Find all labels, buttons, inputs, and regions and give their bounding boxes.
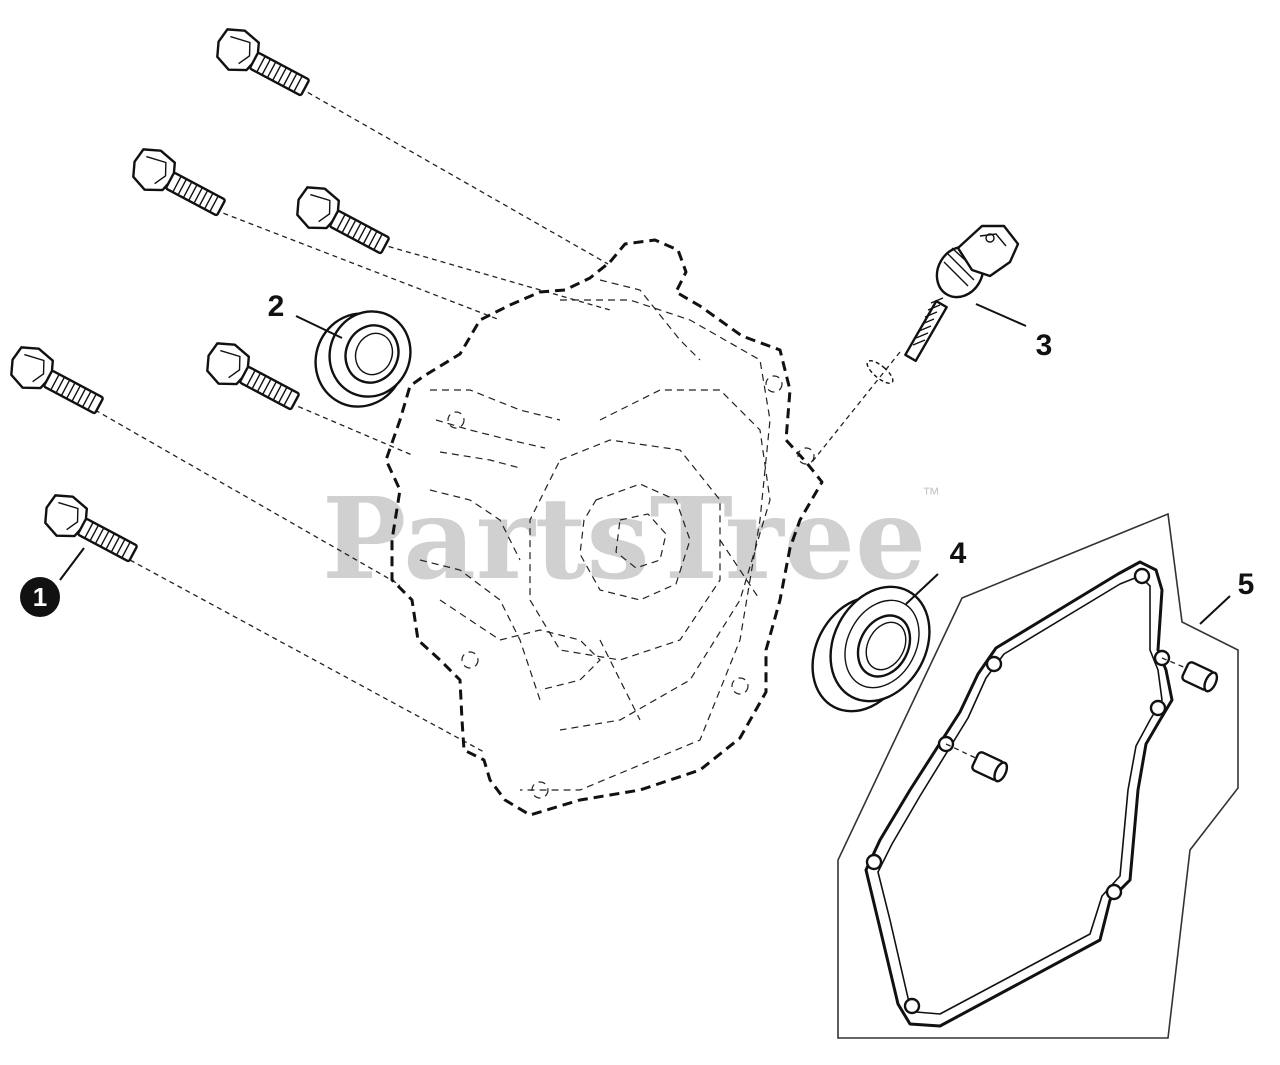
- oil-seal: [314, 310, 412, 408]
- callout-5-label[interactable]: 5: [1238, 568, 1255, 601]
- oil-fill-dipstick: [866, 224, 1020, 384]
- bolt-upper-middle: [296, 186, 390, 255]
- crankcase-cover-phantom: [384, 238, 824, 817]
- bolt-middle-left: [10, 346, 104, 415]
- gasket-kit-outline: [837, 512, 1239, 1039]
- bolt-middle: [206, 342, 300, 411]
- dowel-pins: [945, 657, 1219, 783]
- callout-2-label[interactable]: 2: [268, 290, 285, 323]
- ball-bearing: [811, 585, 931, 713]
- assembly-lines: [94, 87, 901, 753]
- callout-1-label: 1: [33, 582, 47, 612]
- callout-1[interactable]: 1: [20, 577, 60, 617]
- bolt-top: [216, 28, 310, 97]
- crankcase-gasket: [864, 560, 1174, 1028]
- bolt-upper-left: [132, 148, 226, 217]
- watermark-trademark: ™: [922, 484, 940, 504]
- bolt-lower-left: [44, 494, 138, 563]
- callout-1-badge: [20, 577, 60, 617]
- callout-3-label[interactable]: 3: [1036, 329, 1053, 362]
- callout-4-label[interactable]: 4: [950, 537, 967, 570]
- leader-lines: [59, 303, 1231, 625]
- watermark-text: PartsTree: [322, 474, 926, 605]
